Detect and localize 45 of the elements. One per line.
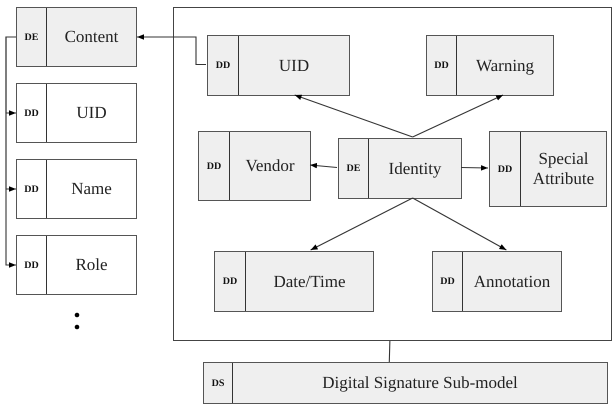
type-tag: DD xyxy=(24,260,39,270)
connector-arrow xyxy=(461,165,488,171)
data-box xyxy=(16,83,137,143)
node-label: Role xyxy=(75,255,108,275)
type-tag: DD xyxy=(498,164,512,174)
type-tag: DD xyxy=(206,160,222,172)
connector-arrow xyxy=(294,94,413,138)
node-label: Date/Time xyxy=(273,272,346,292)
data-box xyxy=(426,35,554,96)
node-label: Name xyxy=(71,179,112,199)
type-tag: DD xyxy=(222,276,238,287)
data-box xyxy=(203,362,608,404)
connector-arrow xyxy=(310,162,338,168)
type-tag: DD xyxy=(216,60,230,71)
node-label: Content xyxy=(64,27,118,47)
connector-arrow xyxy=(412,94,504,138)
node-label: Warning xyxy=(476,56,534,76)
node-label: Digital Signature Sub-model xyxy=(322,373,518,393)
data-box xyxy=(198,131,311,201)
connector-arrow xyxy=(310,198,413,250)
connector-arrow xyxy=(412,198,507,250)
node-label: Identity xyxy=(388,158,442,178)
connector-arrow xyxy=(137,34,206,66)
data-box xyxy=(489,131,607,207)
data-box xyxy=(16,235,137,295)
connector-arrow xyxy=(5,36,16,268)
type-tag: DD xyxy=(24,184,39,194)
node-label: Annotation xyxy=(474,272,550,292)
type-tag: DD xyxy=(24,108,39,118)
type-tag: DS xyxy=(212,378,224,388)
data-box xyxy=(207,35,350,96)
type-tag: DE xyxy=(346,163,360,174)
type-tag: DD xyxy=(434,60,449,71)
data-box xyxy=(16,7,137,67)
type-tag: DD xyxy=(440,276,455,287)
type-tag: DE xyxy=(24,32,38,42)
node-label: UID xyxy=(278,56,310,76)
data-box xyxy=(432,251,562,312)
node-label: Vendor xyxy=(245,156,295,176)
data-box xyxy=(338,138,462,199)
node-label: UID xyxy=(76,103,107,123)
data-box xyxy=(16,159,137,219)
node-label: Special Attribute xyxy=(532,149,596,189)
group-frame xyxy=(173,7,612,341)
data-box xyxy=(214,251,374,312)
